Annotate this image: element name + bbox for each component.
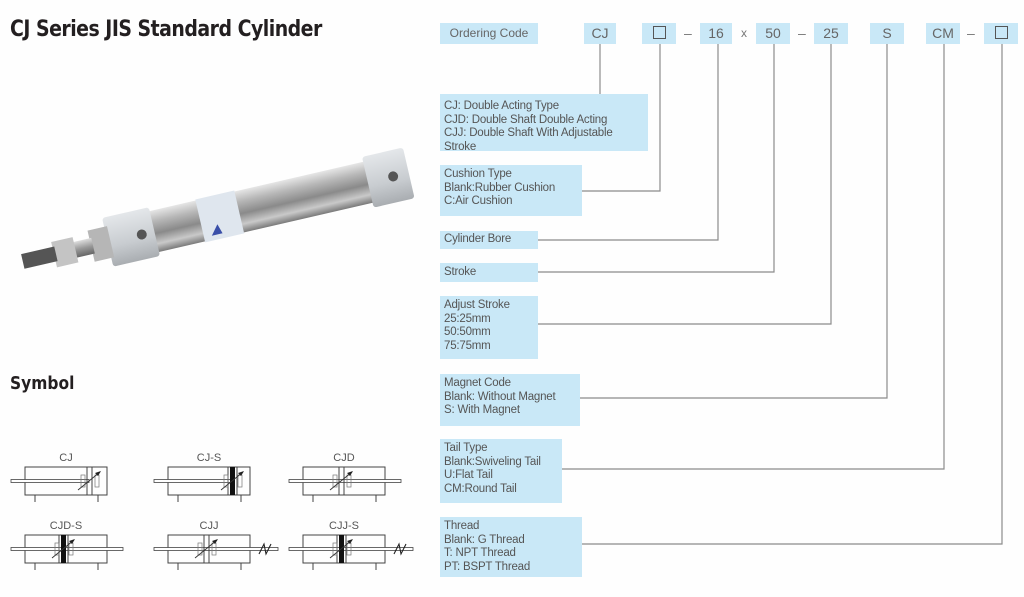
code-series: CJ <box>584 23 616 44</box>
symbol-break-mark <box>393 542 407 556</box>
separator: – <box>684 25 692 41</box>
symbol-cushion <box>197 542 203 556</box>
symbol-break-mark <box>258 542 272 556</box>
symbol-adjust-arrow <box>51 539 75 559</box>
stroke-description: Stroke <box>440 263 538 282</box>
symbol-label: CJ-S <box>196 452 222 464</box>
symbol-arrow-head <box>95 471 101 476</box>
code-adjust-stroke: 25 <box>814 23 848 44</box>
cylinder-product-image <box>21 148 414 269</box>
symbol-label: CJ <box>59 452 73 464</box>
blank-square-icon <box>994 26 1008 39</box>
blank-square-icon <box>652 26 666 39</box>
symbol-cushion <box>54 542 60 556</box>
symbol-cushion <box>94 474 100 488</box>
code-stroke: 50 <box>756 23 790 44</box>
symbol-heading: Symbol <box>10 373 75 394</box>
symbol-label: CJD-S <box>49 520 83 532</box>
symbol-cushion <box>237 474 243 488</box>
symbol-rod <box>288 479 402 483</box>
symbol-arrow-head <box>212 539 218 544</box>
cylinder-bore-description: Cylinder Bore <box>440 231 538 249</box>
symbol-cushion <box>223 474 229 488</box>
separator: – <box>967 25 975 41</box>
series-description: CJ: Double Acting Type CJD: Double Shaft… <box>440 94 648 153</box>
symbol-arrow-head <box>69 539 75 544</box>
adjust-stroke-description: Adjust Stroke 25:25mm 50:50mm 75:75mm <box>440 296 538 359</box>
ordering-code-label: Ordering Code <box>440 23 538 44</box>
symbol-adjust-arrow <box>194 539 218 559</box>
code-magnet: S <box>870 23 904 44</box>
symbol-adjust-arrow <box>329 539 353 559</box>
symbol-adjust-arrow <box>329 471 353 491</box>
symbol-label: CJJ <box>199 520 219 532</box>
symbol-label: CJD <box>333 452 355 464</box>
symbol-adjust-arrow <box>220 471 244 491</box>
tail-type-description: Tail Type Blank:Swiveling Tail U:Flat Ta… <box>440 439 562 503</box>
cushion-type-description: Cushion Type Blank:Rubber Cushion C:Air … <box>440 165 582 216</box>
magnet-code-description: Magnet Code Blank: Without Magnet S: Wit… <box>440 374 580 426</box>
symbol-arrow-head <box>347 471 353 476</box>
page-title: CJ Series JIS Standard Cylinder <box>10 17 322 42</box>
code-cushion <box>642 23 676 44</box>
thread-description: Thread Blank: G Thread T: NPT Thread PT:… <box>440 517 582 577</box>
separator: x <box>741 26 747 40</box>
symbol-adjust-arrow <box>77 471 101 491</box>
separator: – <box>798 25 806 41</box>
code-thread <box>984 23 1018 44</box>
connector-stroke <box>538 44 775 273</box>
symbol-label: CJJ-S <box>329 520 359 532</box>
symbols-diagram <box>10 466 414 570</box>
symbol-cushion <box>80 474 86 488</box>
symbol-cushion <box>332 542 338 556</box>
symbol-cushion <box>332 474 338 488</box>
symbol-rod <box>10 547 124 551</box>
code-tail: CM <box>926 23 960 44</box>
symbol-rod <box>10 479 90 483</box>
symbol-rod <box>153 479 233 483</box>
symbol-arrow-head <box>347 539 353 544</box>
symbol-arrow-head <box>238 471 244 476</box>
code-bore: 16 <box>700 23 732 44</box>
